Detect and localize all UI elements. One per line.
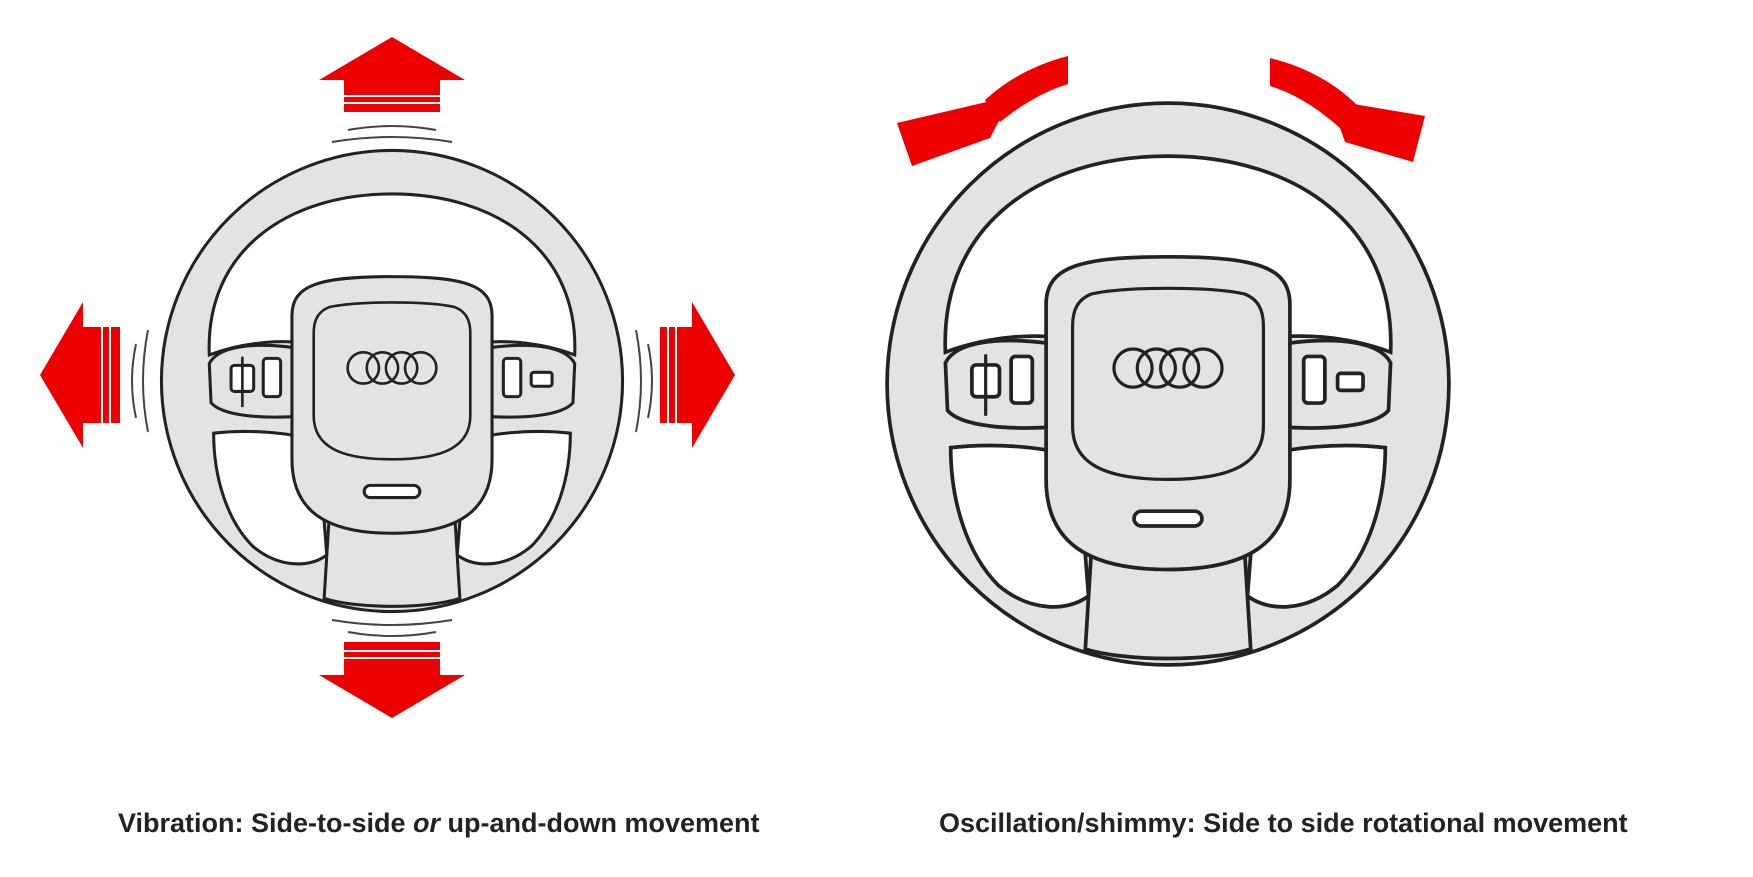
vibration-caption: Vibration: Side-to-side or up-and-down m… (118, 803, 760, 843)
oscillation-panel (885, 56, 1451, 667)
curved-arrow-counterclockwise-icon (897, 56, 1068, 166)
vibration-caption-emphasis: or (413, 808, 441, 838)
vibration-caption-tail: up-and-down movement (440, 808, 760, 838)
vibration-caption-lead: Vibration: Side-to-side (118, 808, 414, 838)
arrow-down-icon (319, 642, 465, 718)
steering-wheel-right (885, 101, 1451, 667)
oscillation-caption: Oscillation/shimmy: Side to side rotatio… (939, 808, 1628, 838)
arrow-right-icon (660, 302, 735, 448)
arrow-up-icon (319, 37, 465, 112)
arrow-left-icon (40, 302, 120, 448)
curved-arrow-clockwise-icon (1270, 58, 1425, 162)
vibration-panel (40, 37, 735, 718)
steering-wheel-left (159, 148, 625, 614)
vibration-lines (131, 125, 653, 637)
